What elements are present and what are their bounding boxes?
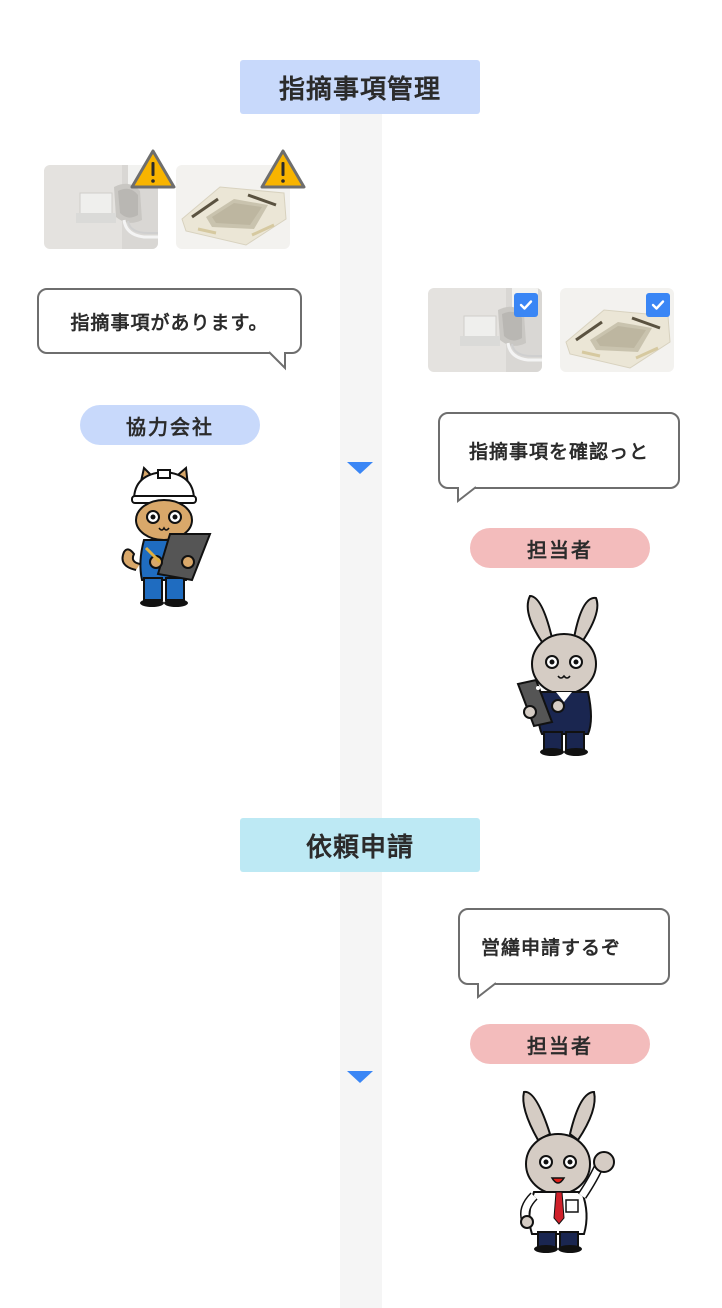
role-label: 担当者 [527,537,593,562]
role-label: 担当者 [527,1033,593,1058]
photo-air-conditioner-checked[interactable] [560,288,674,372]
rabbit-staff-tablet-character [516,594,599,756]
check-icon [646,293,670,317]
role-pill-partner: 協力会社 [80,405,260,445]
speech-text: 指摘事項があります。 [70,311,269,334]
speech-bubble-staff: 指摘事項を確認っと [438,412,680,504]
role-pill-staff: 担当者 [470,528,650,568]
warning-icon [260,149,306,189]
warning-icon [130,149,176,189]
section-header-inspection: 指摘事項管理 [240,60,480,114]
speech-bubble-partner: 指摘事項があります。 [37,288,302,371]
speech-text: 指摘事項を確認っと [468,441,649,463]
flow-arrow-down-icon [347,1071,373,1083]
speech-text: 営繕申請するぞ [480,937,621,959]
section-header-request: 依頼申請 [240,818,480,872]
speech-bubble-staff-request: 営繕申請するぞ [458,908,670,1000]
role-label: 協力会社 [126,414,214,439]
timeline-bar [340,113,382,1308]
section-title: 依頼申請 [305,832,414,863]
cat-worker-character [121,466,212,607]
rabbit-staff-fist-character [520,1090,615,1253]
flow-arrow-down-icon [347,462,373,474]
role-pill-staff: 担当者 [470,1024,650,1064]
photo-air-conditioner-warning[interactable] [176,165,290,249]
check-icon [514,293,538,317]
section-title: 指摘事項管理 [278,74,441,105]
